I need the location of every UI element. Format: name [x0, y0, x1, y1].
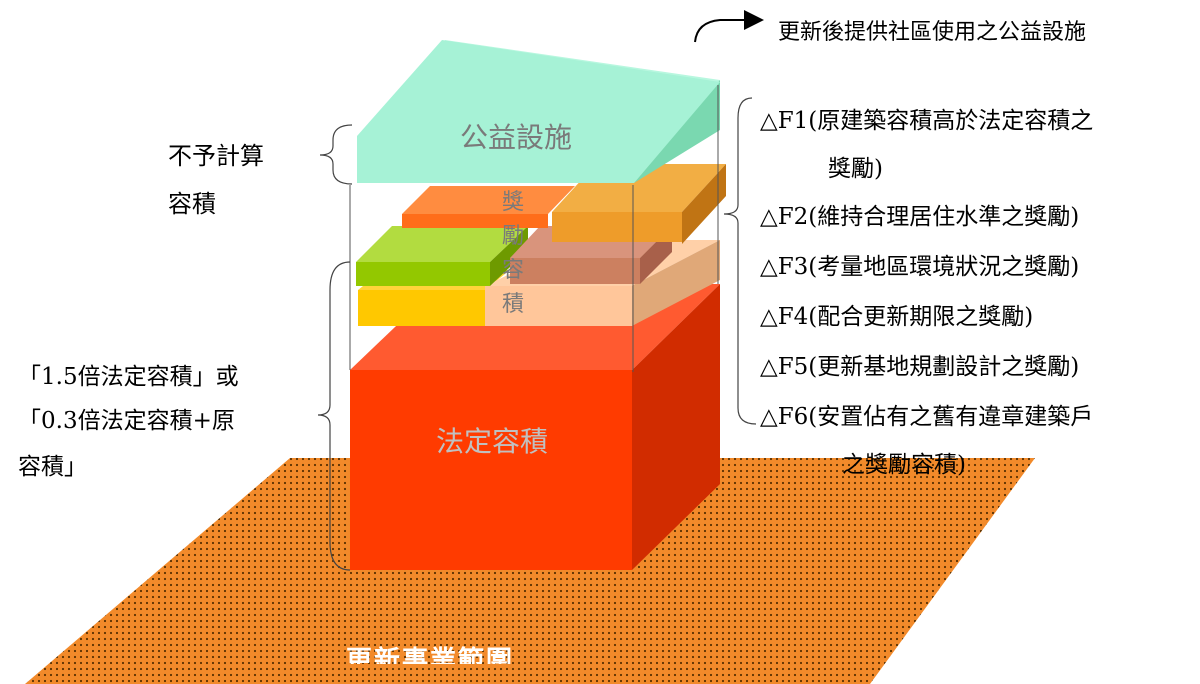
top-annotation-arrow	[694, 10, 764, 43]
bonus-layer-amber-side	[682, 164, 726, 244]
bonus-layer-peach-front	[485, 286, 632, 326]
legal-far-label: 法定容積	[436, 425, 549, 458]
legal-far-block-side	[632, 284, 720, 570]
bonus-item-f5: △F5(更新基地規劃設計之獎勵)	[760, 354, 1080, 380]
top-annotation: 更新後提供社區使用之公益設施	[778, 20, 1087, 45]
ground-plane	[25, 458, 1035, 684]
public-facility-label: 公益設施	[460, 121, 573, 154]
bonus-layer-amber-front	[552, 212, 682, 242]
bonus-item-f6: △F6(安置佔有之舊有違章建築戶	[760, 404, 1094, 430]
bonus-item-f3: △F3(考量地區環境狀況之獎勵)	[760, 254, 1080, 280]
left-lower-brace	[317, 261, 351, 571]
bonus-item-f1: △F1(原建築容積高於法定容積之	[760, 108, 1094, 134]
bonus-layer-brown-front	[510, 258, 640, 284]
bonus-layer-yellow-front	[358, 290, 485, 326]
left-upper-annotation-line-2: 容積	[168, 190, 216, 218]
legal-far-block-front	[350, 370, 632, 570]
right-brace	[723, 97, 757, 425]
bonus-layer-green-top	[356, 226, 528, 262]
bonus-layer-orange-front	[402, 214, 548, 228]
left-upper-brace	[319, 124, 353, 185]
bonus-far-vertical-label: 獎 勵 容 積	[498, 186, 528, 322]
left-lower-annotation-line-3: 容積」	[18, 454, 87, 480]
bonus-far-char-3: 容	[501, 258, 524, 283]
bonus-item-f6-continued: 之獎勵容積)	[842, 452, 966, 478]
left-upper-annotation-line-1: 不予計算	[168, 142, 264, 170]
ground-label: 更新事業範圍	[346, 646, 515, 664]
bonus-far-char-1: 獎	[501, 190, 524, 215]
left-lower-annotation-line-1: 「1.5倍法定容積」或	[18, 364, 239, 390]
public-facility-block-face	[357, 40, 720, 183]
bonus-item-f4: △F4(配合更新期限之獎勵)	[760, 304, 1034, 330]
bonus-far-char-4: 積	[501, 292, 524, 317]
bonus-item-f1-continued: 獎勵)	[828, 156, 883, 182]
bonus-far-char-2: 勵	[501, 224, 524, 249]
bonus-layer-orange-top	[402, 186, 575, 214]
bonus-layer-peach-side	[632, 240, 720, 326]
bonus-layer-green-side	[490, 226, 528, 286]
left-lower-annotation-line-2: 「0.3倍法定容積+原	[18, 408, 235, 434]
bonus-layer-green-front	[356, 262, 490, 286]
bonus-item-f2: △F2(維持合理居住水準之獎勵)	[760, 204, 1080, 230]
